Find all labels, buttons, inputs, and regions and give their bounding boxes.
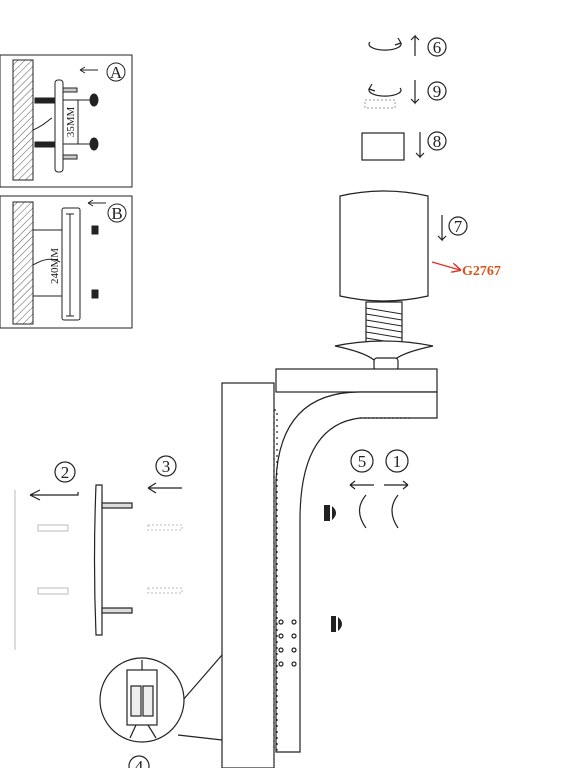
- bolt: [101, 502, 133, 509]
- arrow-down-icon: [410, 80, 420, 105]
- cable: [32, 258, 61, 266]
- step-5-label: 5: [358, 452, 367, 471]
- wall-anchor: [34, 97, 56, 148]
- arrow-right-icon: [384, 480, 409, 490]
- mounting-bracket: [93, 484, 103, 636]
- step-marker: [54, 461, 76, 483]
- arrow-down-icon: [415, 132, 425, 159]
- ring-nut: [364, 99, 396, 109]
- bolt: [101, 607, 133, 614]
- rotate-icon: [391, 494, 399, 529]
- holder-cup: [334, 340, 434, 361]
- panel-a-label: A: [110, 63, 123, 82]
- step-marker: [427, 37, 447, 57]
- screw-ghost: [147, 524, 183, 531]
- dimension-35mm: 35MM: [65, 107, 77, 138]
- product-code: G2767: [462, 264, 501, 279]
- wall-hatch: [12, 59, 34, 181]
- wall-plug: [37, 587, 69, 595]
- screw-ghost: [147, 587, 183, 594]
- step-marker: [106, 62, 126, 82]
- step-2-label: 2: [61, 463, 70, 482]
- detail-leader: [177, 734, 223, 741]
- rotate-ccw-icon: [368, 83, 402, 97]
- step-marker: [128, 755, 150, 768]
- cable: [32, 117, 53, 131]
- panel-b-frame: [0, 195, 133, 329]
- arrow-left-icon: [349, 480, 374, 490]
- arrow-left-icon: [147, 482, 182, 494]
- dimension-240mm: 240MM: [49, 248, 61, 284]
- step-7-label: 7: [454, 217, 463, 236]
- panel-a: [0, 54, 133, 188]
- screw-cap: [331, 616, 336, 632]
- screw-holes: [278, 619, 297, 667]
- panel-b: [0, 195, 133, 329]
- step-marker: [427, 131, 447, 151]
- rotate-cw-icon: [368, 37, 402, 51]
- screw-cap: [91, 225, 99, 235]
- arrow-left-icon: [29, 489, 79, 501]
- step-4-label: 4: [135, 757, 144, 768]
- step-marker: [107, 203, 127, 223]
- arm-top: [275, 368, 438, 393]
- screw-cap: [332, 506, 336, 520]
- step-marker: [350, 449, 374, 473]
- step-6-label: 6: [433, 38, 442, 57]
- rotate-icon: [358, 494, 367, 529]
- step-3-label: 3: [162, 457, 171, 476]
- arrow-up-icon: [410, 34, 420, 56]
- detail-leader: [182, 654, 223, 701]
- panel-a-frame: [0, 54, 133, 188]
- curved-arm: [275, 391, 438, 753]
- bulb-block: [361, 132, 405, 161]
- screw-cap: [324, 505, 330, 521]
- screw: [62, 87, 99, 160]
- holder-neck: [373, 357, 399, 371]
- screw-cap: [338, 617, 342, 631]
- backplate-edge: [273, 409, 278, 751]
- mounting-plate: [61, 207, 81, 321]
- step-marker: [155, 455, 177, 477]
- screw-cap: [91, 289, 99, 299]
- mounting-plate: [54, 79, 64, 173]
- glass-shade: [339, 190, 429, 302]
- arrow-left-icon: [87, 199, 106, 207]
- wall-plug: [37, 524, 69, 532]
- panel-b-label: B: [111, 204, 122, 223]
- step-1-label: 1: [393, 452, 402, 471]
- callout-arrow: [431, 261, 460, 270]
- arrow-left-icon: [79, 66, 98, 74]
- step-marker: [385, 449, 409, 473]
- wall-hatch: [12, 201, 34, 325]
- step-marker: [448, 216, 468, 236]
- backplate: [221, 382, 275, 768]
- arrow-down-icon: [437, 215, 447, 242]
- step-8-label: 8: [433, 132, 442, 151]
- step-marker: [427, 81, 447, 101]
- step-9-label: 9: [433, 82, 442, 101]
